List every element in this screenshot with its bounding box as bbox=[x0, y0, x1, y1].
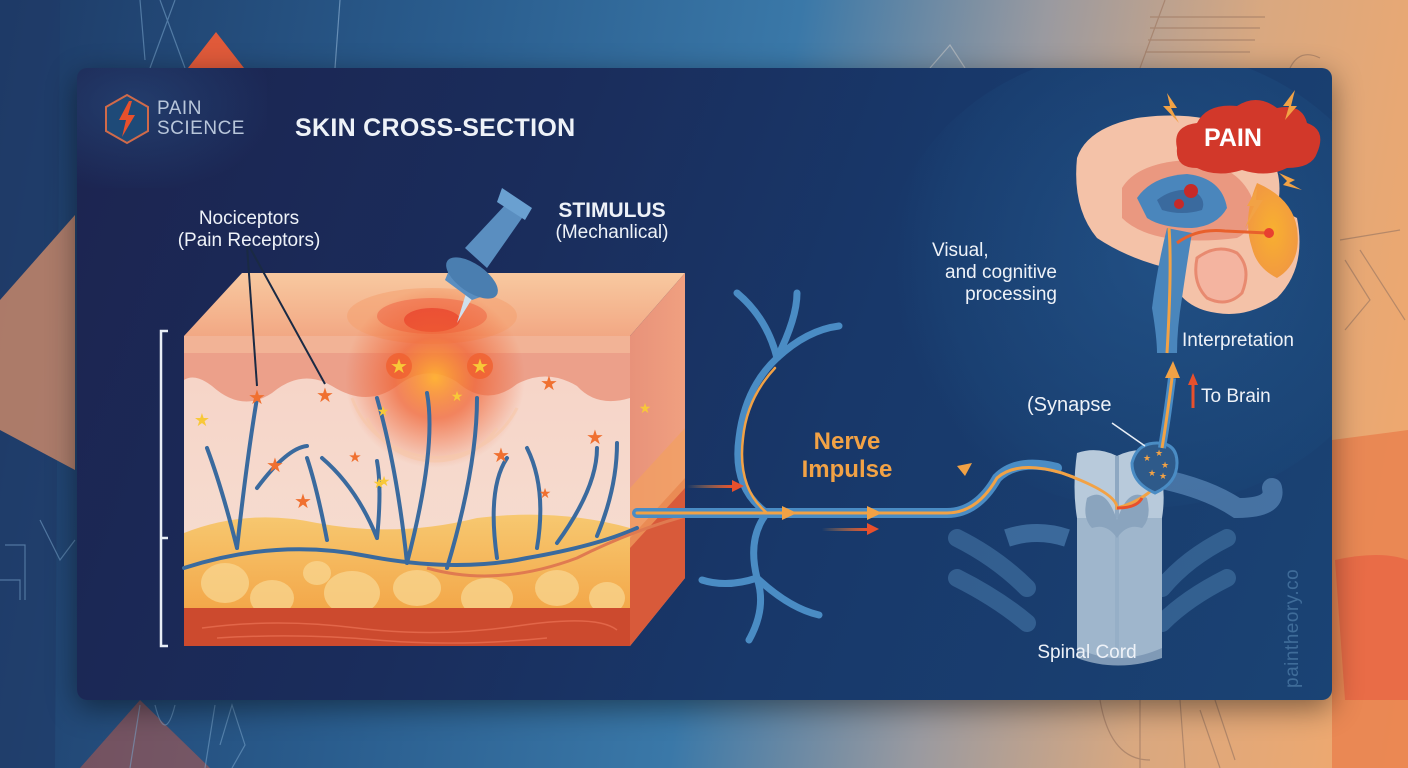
brand-name: PAIN SCIENCE bbox=[157, 99, 245, 139]
svg-text:★: ★ bbox=[390, 356, 408, 378]
brand-logo: PAIN SCIENCE bbox=[157, 99, 245, 139]
page-title: SKIN CROSS-SECTION bbox=[295, 114, 576, 142]
nociceptor-label-line1: Nociceptors bbox=[198, 208, 300, 229]
svg-text:★: ★ bbox=[316, 385, 334, 407]
to-brain-label: To Brain bbox=[1201, 386, 1271, 407]
spinal-cord bbox=[948, 450, 1283, 666]
svg-text:★: ★ bbox=[586, 427, 604, 449]
nociceptor-label-line2: (Pain Receptors) bbox=[177, 230, 321, 251]
processing-line1: Visual, bbox=[932, 240, 989, 261]
stimulus-type: (Mechanlical) bbox=[555, 222, 669, 243]
stimulus-title: STIMULUS bbox=[558, 199, 666, 222]
svg-text:★: ★ bbox=[1148, 468, 1156, 478]
svg-text:★: ★ bbox=[248, 387, 266, 409]
pain-cloud bbox=[1176, 99, 1321, 174]
svg-text:★: ★ bbox=[1143, 453, 1151, 463]
nerve-impulse-label: Nerve Impulse bbox=[777, 428, 917, 484]
svg-text:★: ★ bbox=[377, 403, 390, 419]
watermark: paintheory.co bbox=[1282, 568, 1303, 688]
nerve-impulse-line1: Nerve bbox=[813, 428, 881, 455]
svg-text:★: ★ bbox=[471, 356, 489, 378]
svg-text:★: ★ bbox=[451, 388, 464, 404]
svg-text:★: ★ bbox=[194, 410, 210, 430]
synapse-label: (Synapse bbox=[1027, 394, 1112, 416]
spinal-cord-label: Spinal Cord bbox=[1037, 642, 1137, 663]
svg-text:★: ★ bbox=[294, 491, 312, 513]
svg-text:★: ★ bbox=[540, 373, 558, 395]
processing-line2: and cognitive bbox=[945, 262, 1057, 283]
svg-text:★: ★ bbox=[266, 455, 284, 477]
svg-text:★: ★ bbox=[492, 445, 510, 467]
lightning-icons bbox=[1163, 90, 1302, 228]
brand-name-line2: SCIENCE bbox=[157, 118, 245, 139]
pain-pathway-illustration: ★ ★ ★ ★ ★ ★ ★ ★ ★ ★ ★ ★ ★ ★ ★ ★ ★ bbox=[105, 90, 1321, 666]
pain-cloud-label: PAIN bbox=[1204, 124, 1262, 152]
nerve-impulse-line2: Impulse bbox=[801, 456, 893, 483]
processing-line3: processing bbox=[965, 284, 1057, 305]
stimulus-label: STIMULUS (Mechanlical) bbox=[527, 200, 697, 244]
pushpin-icon bbox=[445, 188, 532, 323]
diagram-card: ★ ★ ★ ★ ★ ★ ★ ★ ★ ★ ★ ★ ★ ★ ★ ★ ★ bbox=[77, 68, 1332, 700]
svg-text:★: ★ bbox=[1159, 471, 1167, 481]
svg-text:★: ★ bbox=[1155, 448, 1163, 458]
impulse-arrows bbox=[687, 463, 972, 535]
nociceptor-markers: ★ ★ ★ ★ ★ ★ ★ ★ ★ ★ ★ ★ ★ ★ ★ ★ ★ bbox=[194, 353, 651, 513]
brand-name-line1: PAIN bbox=[157, 98, 202, 119]
synapse: ★★ ★★★ bbox=[1111, 422, 1179, 495]
svg-text:★: ★ bbox=[639, 400, 652, 416]
svg-text:★: ★ bbox=[539, 485, 552, 501]
svg-text:★: ★ bbox=[348, 449, 361, 466]
svg-text:★: ★ bbox=[1161, 460, 1169, 470]
svg-text:★: ★ bbox=[373, 475, 386, 491]
interpretation-label: Interpretation bbox=[1182, 330, 1294, 351]
nociceptor-label: Nociceptors (Pain Receptors) bbox=[149, 208, 349, 252]
layer-bracket bbox=[159, 329, 168, 648]
processing-label: Visual, and cognitive processing bbox=[912, 240, 1057, 306]
lightning-hexagon-icon bbox=[105, 93, 149, 145]
svg-text:★: ★ bbox=[378, 473, 391, 489]
